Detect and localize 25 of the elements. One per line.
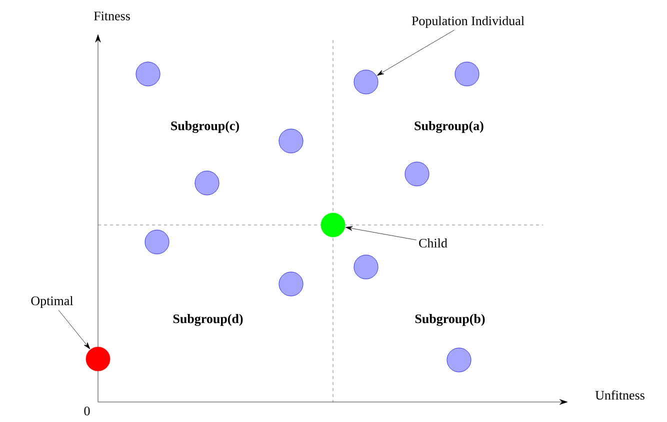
individual-dot bbox=[354, 70, 378, 94]
individual-dot bbox=[194, 170, 220, 196]
callout-label: Child bbox=[419, 238, 448, 248]
individual-dot bbox=[404, 162, 430, 186]
quadrant-label: Subgroup(c) bbox=[171, 121, 239, 133]
individual-dot bbox=[278, 128, 304, 154]
individual-dot bbox=[278, 272, 304, 296]
callout-label: Population Individual bbox=[412, 16, 524, 28]
leader-line bbox=[345, 226, 417, 240]
individual-dot bbox=[354, 254, 378, 280]
leader-line bbox=[58, 310, 90, 350]
individual-dot bbox=[144, 230, 170, 254]
individual-dot bbox=[446, 348, 472, 372]
quadrant-label: Subgroup(b) bbox=[415, 314, 485, 326]
child-dot bbox=[320, 212, 346, 238]
individual-dot bbox=[454, 62, 480, 86]
optimal-dot bbox=[86, 346, 110, 372]
axis-label: 0 bbox=[84, 406, 90, 416]
callout-label: Optimal bbox=[31, 296, 74, 308]
quadrant-label: Subgroup(a) bbox=[414, 121, 484, 133]
individual-dot bbox=[136, 62, 160, 86]
axis-label: Unfitness bbox=[595, 390, 644, 400]
axis-label: Fitness bbox=[94, 12, 130, 20]
leader-line bbox=[376, 30, 454, 76]
quadrant-label: Subgroup(d) bbox=[173, 314, 243, 326]
